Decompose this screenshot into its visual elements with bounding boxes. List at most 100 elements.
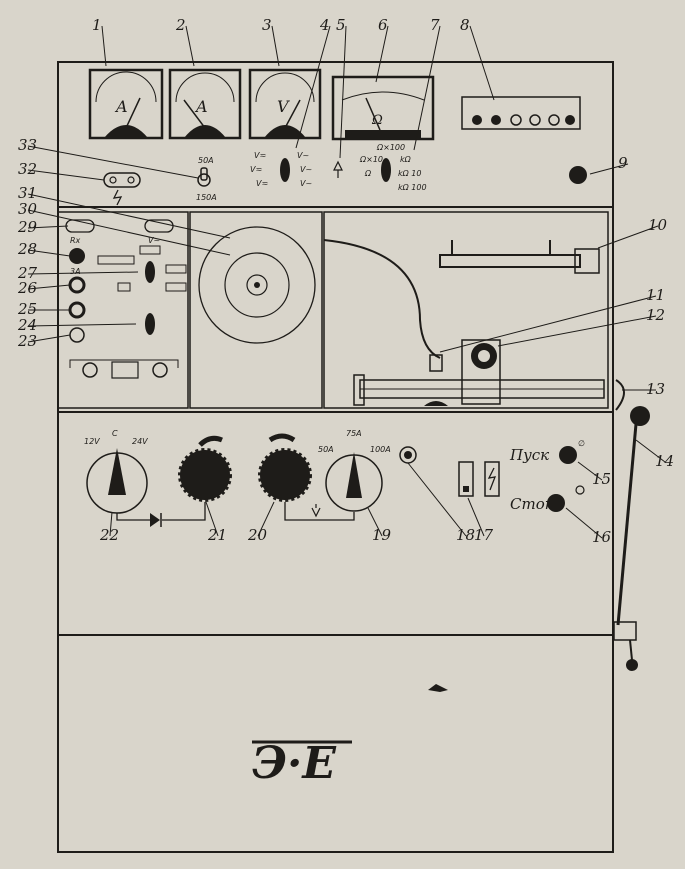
callout-9: 9 [618,154,628,172]
callout-leader-29 [27,225,69,229]
mode-right-mid: V~ [300,165,312,174]
stop-label: Стоп [510,495,554,513]
callout-leader-9 [589,163,629,175]
selector-24[interactable] [145,313,155,335]
callout-leader-15 [577,461,603,481]
start-button[interactable]: Пуск [509,446,577,464]
meter-2-unit: A [194,97,208,116]
fuse-holder [103,172,141,206]
meter-3-unit: V [277,97,290,116]
callout-22: 22 [99,526,119,544]
callout-11: 11 [646,286,665,304]
callout-8: 8 [460,16,470,34]
callout-leader-4 [295,25,331,149]
rail-mechanism [323,211,625,411]
regulator-knob-20[interactable] [258,433,312,502]
callout-19: 19 [372,526,392,544]
callout-30: 30 [18,200,38,218]
rx-label: Rx [70,236,81,245]
range-75a-label: 75A [346,429,362,438]
callout-leader-17 [467,497,485,537]
logo-text: Э·Е [252,738,337,789]
cabinet-outline [57,61,614,853]
ohm-right-bot: kΩ 100 [398,183,427,192]
voltage-c-label: C [112,429,118,438]
callout-27: 27 [17,264,38,282]
callout-leader-23 [27,334,71,343]
lever[interactable] [613,406,650,671]
mode-left-mid: V≂ [250,165,262,174]
socket-26[interactable] [68,276,86,294]
callout-18: 18 [456,526,475,544]
callout-leader-26 [27,284,71,290]
ohm-right-mid: kΩ 10 [398,169,421,178]
ohmmeter-6: Ω [331,75,435,141]
mode-right-top: V~ [297,151,309,160]
socket-23[interactable] [69,327,85,343]
callout-leader-27 [27,271,139,275]
callout-leader-28 [27,249,71,257]
indicators-17 [458,461,500,497]
diode-link [116,502,206,527]
callout-leader-10 [597,225,659,249]
adjust-knob-small[interactable] [69,248,85,264]
indicator-dot [575,485,585,495]
disc-panel [189,211,323,409]
ohm-right-top: kΩ [400,155,412,164]
phase-mark: ∅ [578,439,585,448]
range-50a-label: 50A [318,445,334,454]
range-100a-label: 100A [370,445,391,454]
crank-handle[interactable] [615,379,625,411]
callout-17: 17 [474,526,494,544]
callout-24: 24 [17,316,37,334]
callout-leader-5 [339,25,347,159]
fuse-label: 3A [70,267,81,276]
stop-button[interactable]: Стоп [510,494,565,513]
socket-25[interactable] [68,301,86,319]
ammeter-1: A [88,68,164,140]
callout-7: 7 [430,16,440,34]
selector-27[interactable] [145,261,155,283]
voltage-selector[interactable]: 12V C 24V [84,429,148,514]
mode-switch[interactable]: V≂ V≂ V≂ V~ V~ V~ [250,151,312,188]
range-selector[interactable]: 50A 75A 100A [318,429,391,512]
callout-leader-30 [27,209,231,256]
callout-leader-32 [27,169,105,181]
callout-15: 15 [592,470,611,488]
ground-symbol-icon [311,504,321,518]
callout-leader-20 [257,501,275,537]
callout-leader-1 [101,25,107,67]
callout-31: 31 [18,184,37,202]
callout-26: 26 [17,279,38,297]
meter-1-unit: A [114,97,128,116]
regulator-knob-21[interactable] [178,435,232,502]
toggle-top-label: 50A [198,156,214,165]
terminal-strip [461,96,581,130]
callout-4: 4 [319,16,330,34]
mode-left-top: V≂ [254,151,266,160]
callout-14: 14 [655,452,674,470]
callout-leader-7 [413,25,441,151]
callout-16: 16 [592,528,612,546]
callout-5: 5 [336,16,346,34]
logo: Э·Е [252,684,448,789]
callout-21: 21 [207,526,227,544]
toggle-bottom-label: 150A [196,193,217,202]
ammeter-2: A [168,68,242,140]
callout-leader-19 [367,507,383,537]
current-toggle[interactable]: 50A 150A [196,156,217,202]
callout-32: 32 [18,160,37,178]
callout-3: 3 [262,16,272,34]
callout-leader-21 [205,501,219,537]
lamp-symbol-icon [333,160,343,178]
callout-25: 25 [17,300,37,318]
ohm-left-top: Ω×10 [359,155,383,164]
ohm-range-switch[interactable]: Ω×100 Ω×10 Ω kΩ kΩ 10 kΩ 100 [359,143,427,192]
callout-leader-33 [27,145,199,179]
mode-right-bot: V~ [300,179,312,188]
socket-18[interactable] [399,446,417,464]
callout-leader-22 [109,511,113,537]
